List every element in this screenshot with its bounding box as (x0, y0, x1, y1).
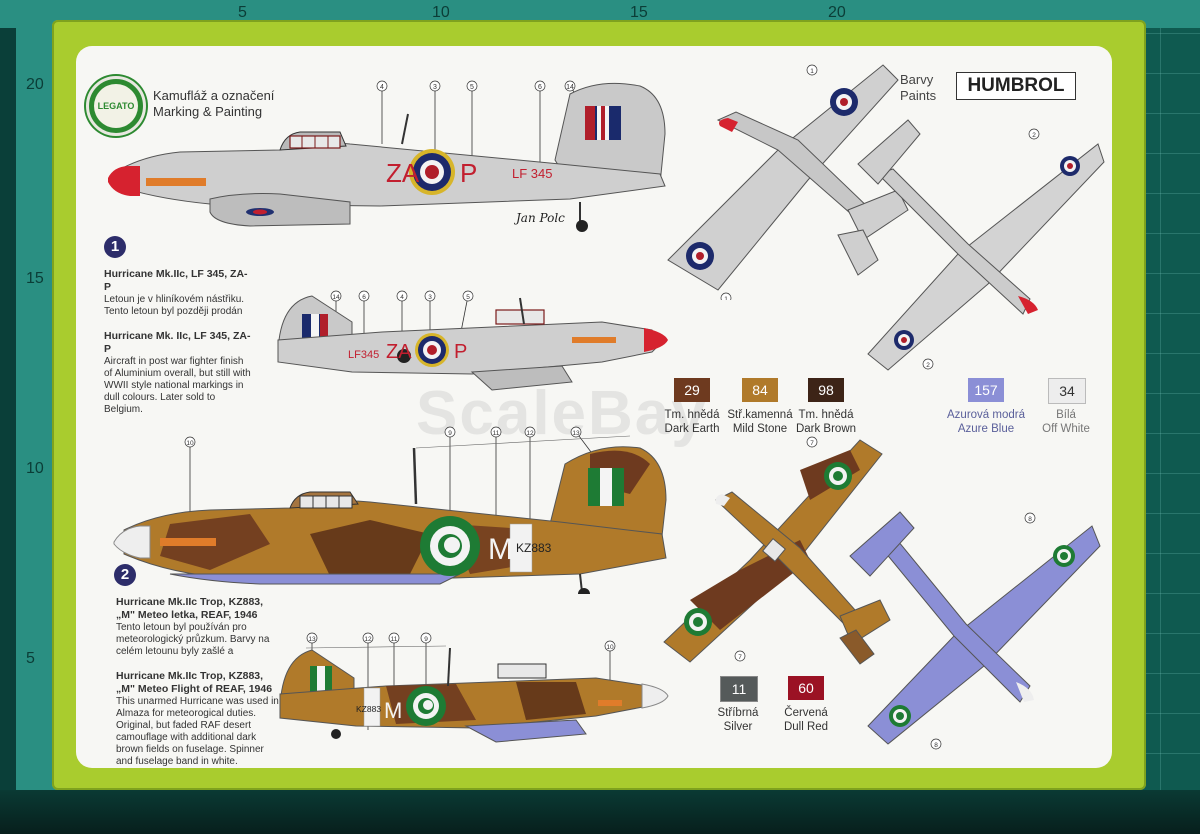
fuselage-letter: P (454, 341, 467, 363)
callout: 12 (526, 430, 534, 437)
scheme2-title: Hurricane Mk.IIc Trop, KZ883, „M" Meteo … (116, 596, 264, 621)
callout: 7 (738, 654, 742, 661)
callout: 9 (448, 430, 452, 437)
ruler-mark: 10 (432, 4, 450, 21)
paints-label-cz: Barvy (900, 72, 934, 87)
fuselage-serial: LF345 (348, 349, 379, 361)
mat-edge (0, 28, 16, 834)
legato-logo: LEGATO (86, 76, 146, 136)
logo-emblem: LEGATO (94, 84, 138, 128)
callout: 2 (926, 362, 930, 369)
ruler-mark: 10 (26, 460, 44, 477)
scheme2-bottom-view: 8 8 (849, 511, 1101, 750)
ruler-mark: 5 (238, 4, 247, 21)
scheme1-cz-text: Letoun je v hliníkovém nástřiku. Tento l… (104, 294, 245, 317)
paints-label: Barvy Paints (900, 72, 936, 104)
scheme1-en-text: Aircraft in post war fighter finish of A… (104, 356, 251, 415)
artist-signature: Jan Polc (516, 211, 565, 225)
scheme1-description: Hurricane Mk.IIc, LF 345, ZA-P Letoun je… (104, 268, 254, 416)
callout: 5 (466, 294, 470, 301)
scheme1-side-left: 4 3 5 6 14 ZA P LF 345 (108, 80, 666, 232)
ruler-mark: 20 (828, 4, 846, 21)
logo-text: LEGATO (98, 101, 135, 111)
scheme-number-1: 1 (104, 236, 126, 258)
paint-brand: HUMBROL (956, 72, 1076, 100)
swatch-silver: 11 (720, 676, 758, 702)
callout: 2 (1032, 132, 1036, 139)
swatch-off-white: 34 (1048, 378, 1086, 404)
fuselage-serial: KZ883 (516, 541, 552, 555)
callout: 12 (364, 636, 372, 643)
paints-label-en: Paints (900, 88, 937, 103)
callout: 14 (332, 294, 340, 301)
swatch-mild-stone: 84 (742, 378, 778, 402)
fuselage-letter: M (488, 533, 513, 566)
callout: 1 (810, 68, 814, 75)
callout: 8 (934, 742, 938, 749)
scheme2-side-left: 10 9 11 12 13 M KZ883 (113, 426, 667, 594)
swatch-dark-brown: 98 (808, 378, 844, 402)
callout: 10 (186, 440, 194, 447)
ruler-mark: 15 (630, 4, 648, 21)
fuselage-serial: KZ883 (356, 704, 381, 714)
mat-ruler-side: 20 15 10 5 (16, 28, 56, 834)
scheme1-en-title: Hurricane Mk. IIc, LF 345, ZA-P (104, 330, 251, 355)
scheme1-side-right: 14 6 4 3 5 ZA P LF345 (277, 290, 668, 391)
fuselage-letter: M (384, 698, 402, 723)
scheme2-side-right: 13 12 11 9 10 M KZ883 (279, 632, 669, 743)
callout: 5 (470, 84, 474, 91)
header-title-cz: Kamufláž a označení (153, 88, 275, 103)
callout: 3 (433, 84, 437, 91)
scheme1-top-view: 1 1 (667, 64, 909, 300)
scheme2-description: Hurricane Mk.IIc Trop, KZ883, „M" Meteo … (116, 596, 281, 768)
fuselage-code: ZA (386, 341, 412, 363)
scheme2-en-text: This unarmed Hurricane was used in Almaz… (116, 696, 279, 767)
header-titles: Kamufláž a označení Marking & Painting (153, 88, 274, 120)
fuselage-serial: LF 345 (512, 166, 552, 181)
header-title-en: Marking & Painting (153, 104, 263, 119)
callout: 11 (391, 636, 398, 643)
ruler-mark: 5 (26, 650, 35, 667)
callout: 11 (493, 430, 500, 437)
callout: 8 (1028, 516, 1032, 523)
callout: 3 (428, 294, 432, 301)
callout: 4 (400, 294, 404, 301)
callout: 7 (810, 440, 814, 447)
fuselage-letter: P (460, 158, 477, 188)
callout: 1 (724, 296, 728, 300)
scheme1-title: Hurricane Mk.IIc, LF 345, ZA-P (104, 268, 248, 293)
callout: 10 (606, 644, 614, 651)
swatch-azure-blue: 157 (968, 378, 1004, 402)
ruler-mark: 15 (26, 270, 44, 287)
swatch-dull-red: 60 (788, 676, 824, 700)
watermark: ScaleBay (416, 379, 708, 448)
scheme2-en-title: Hurricane Mk.IIc Trop, KZ883, „M" Meteo … (116, 670, 273, 695)
instruction-card: LEGATO Kamufláž a označení Marking & Pai… (76, 46, 1112, 768)
scheme2-cz-text: Tento letoun byl používán pro meteorolog… (116, 622, 270, 657)
mat-bottom-shadow (0, 790, 1200, 834)
scheme1-bottom-view: 2 2 (857, 119, 1105, 371)
scheme-number-2: 2 (114, 564, 136, 586)
callout: 13 (308, 636, 316, 643)
swatch-dark-earth: 29 (674, 378, 710, 402)
callout: 14 (566, 84, 574, 91)
fuselage-code: ZA (386, 158, 420, 188)
callout: 6 (538, 84, 542, 91)
callout: 4 (380, 84, 384, 91)
callout: 13 (572, 430, 580, 437)
scheme2-top-view: 7 7 (663, 436, 891, 665)
callout: 6 (362, 294, 366, 301)
ruler-mark: 20 (26, 76, 44, 93)
callout: 9 (424, 636, 428, 643)
